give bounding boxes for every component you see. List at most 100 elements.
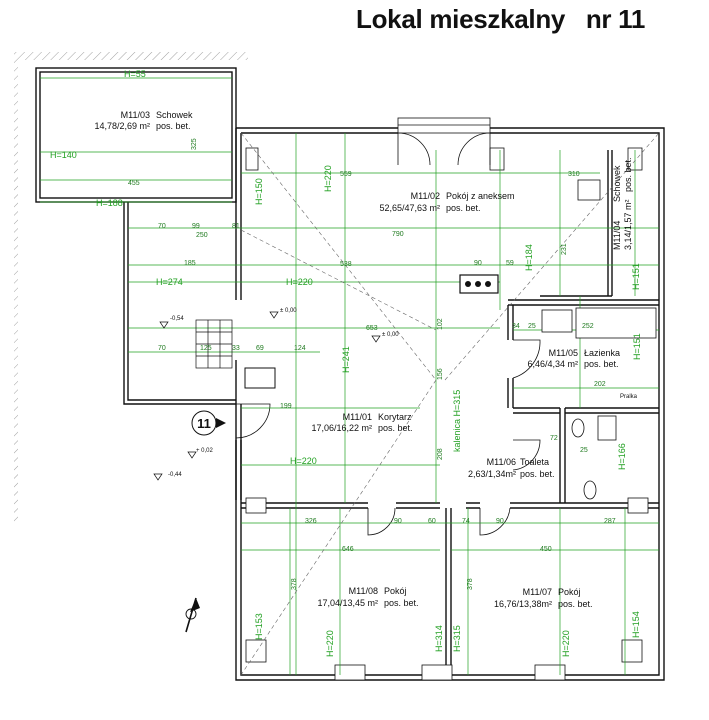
doors [235,132,541,536]
svg-text:+ 0,02: + 0,02 [196,448,214,454]
svg-text:H=150: H=150 [254,178,264,205]
svg-text:252: 252 [582,323,594,330]
room-labels: M11/03 Schowek 14,78/2,69 m² pos. bet. M… [94,110,633,609]
svg-text:208: 208 [437,448,444,460]
svg-text:Pokój: Pokój [558,587,581,597]
svg-text:± 0,00: ± 0,00 [382,332,399,338]
svg-text:pos. bet.: pos. bet. [584,359,619,369]
svg-text:H=184: H=184 [524,244,534,271]
stairs [195,319,233,369]
svg-text:14,78/2,69 m²: 14,78/2,69 m² [94,121,150,131]
svg-text:± 0,00: ± 0,00 [280,308,297,314]
svg-text:Korytarz: Korytarz [378,412,412,422]
svg-text:378: 378 [467,578,474,590]
svg-text:202: 202 [594,381,606,388]
svg-text:790: 790 [392,231,404,238]
svg-text:M11/02: M11/02 [411,191,440,201]
svg-text:Łazienka: Łazienka [584,348,620,358]
sink-icon [541,309,573,333]
svg-text:M11/01: M11/01 [343,412,372,422]
svg-text:52,65/47,63 m²: 52,65/47,63 m² [379,203,440,213]
svg-text:Schowek: Schowek [612,165,622,202]
svg-text:72: 72 [550,435,558,442]
svg-text:Toaleta: Toaleta [520,457,549,467]
washing-machine-label: Pralka [620,394,638,400]
svg-text:124: 124 [294,345,306,352]
dimension-labels: 455 559 310 790 538 653 199 326 646 287 … [128,138,616,590]
svg-text:H=220: H=220 [561,630,571,657]
stove-icon [459,274,499,294]
svg-text:90: 90 [496,518,504,525]
svg-text:H=220: H=220 [286,277,313,287]
svg-text:74: 74 [462,518,470,525]
svg-text:H=166: H=166 [617,443,627,470]
svg-text:90: 90 [474,260,482,267]
svg-text:99: 99 [192,223,200,230]
svg-text:pos. bet.: pos. bet. [378,423,413,433]
svg-text:H=151: H=151 [631,263,641,290]
svg-text:pos. bet.: pos. bet. [156,121,191,131]
svg-text:125: 125 [200,345,212,352]
svg-text:H=140: H=140 [50,150,77,160]
room-label-m11-02: M11/02 Pokój z aneksem 52,65/47,63 m² po… [379,191,514,213]
svg-text:34: 34 [512,323,520,330]
svg-text:25: 25 [580,447,588,454]
svg-text:pos. bet.: pos. bet. [623,157,633,192]
svg-text:653: 653 [366,325,378,332]
svg-text:M11/07: M11/07 [523,587,552,597]
windows [245,117,649,681]
svg-text:M11/03: M11/03 [121,110,150,120]
svg-text:H=154: H=154 [631,611,641,638]
dimension-lines [40,77,659,675]
svg-text:pos. bet.: pos. bet. [384,598,419,608]
svg-text:M11/06: M11/06 [487,457,516,467]
svg-text:185: 185 [184,260,196,267]
boiler-icon [577,179,601,201]
svg-text:pos. bet.: pos. bet. [520,469,555,479]
svg-text:H=55: H=55 [124,69,146,79]
walls [35,67,665,681]
svg-text:H=314: H=314 [434,625,444,652]
svg-text:81: 81 [232,223,240,230]
room-label-m11-05: M11/05 Łazienka 6,46/4,34 m² pos. bet. [527,348,620,369]
svg-text:25: 25 [528,323,536,330]
height-labels: H=55 H=140 H=188 H=274 H=220 H=220 H=220… [50,69,642,657]
compass-icon [185,597,200,633]
room-label-m11-03: M11/03 Schowek 14,78/2,69 m² pos. bet. [94,110,193,131]
svg-text:H=220: H=220 [290,456,317,466]
exterior-hatch [14,52,18,522]
svg-text:Pokój: Pokój [384,586,407,596]
svg-text:287: 287 [604,518,616,525]
svg-text:pos. bet.: pos. bet. [558,599,593,609]
svg-text:pos. bet.: pos. bet. [446,203,481,213]
roof-hatch [18,52,248,60]
svg-text:559: 559 [340,171,352,178]
svg-text:378: 378 [291,578,298,590]
svg-text:H=274: H=274 [156,277,183,287]
svg-text:H=151: H=151 [632,333,642,360]
svg-text:16,76/13,38m²: 16,76/13,38m² [494,599,552,609]
room-label-m11-07: M11/07 Pokój 16,76/13,38m² pos. bet. [494,587,593,609]
level-markers: ± 0,00 ± 0,00 -0,54 + 0,02 -0,44 [153,308,399,481]
svg-text:M11/05: M11/05 [549,348,578,358]
svg-text:538: 538 [340,261,352,268]
svg-text:102: 102 [437,318,444,330]
toilet-icon [571,418,585,438]
svg-text:17,04/13,45 m²: 17,04/13,45 m² [317,598,378,608]
svg-text:156: 156 [437,368,444,380]
svg-text:M11/04: M11/04 [612,221,622,250]
toilet-wc-icon [583,480,597,500]
svg-text:2,63/1,34m²: 2,63/1,34m² [468,469,516,479]
bathtub-icon [575,307,657,339]
cooker-icon [244,367,276,389]
svg-text:H=241: H=241 [341,346,351,373]
svg-text:kalenica H=315: kalenica H=315 [452,390,462,452]
svg-text:60: 60 [428,518,436,525]
unit-marker: 11 [191,410,226,436]
svg-text:231: 231 [561,243,568,255]
svg-text:646: 646 [342,546,354,553]
unit-number: 11 [197,416,211,431]
svg-text:70: 70 [158,345,166,352]
svg-text:6,46/4,34 m²: 6,46/4,34 m² [527,359,578,369]
